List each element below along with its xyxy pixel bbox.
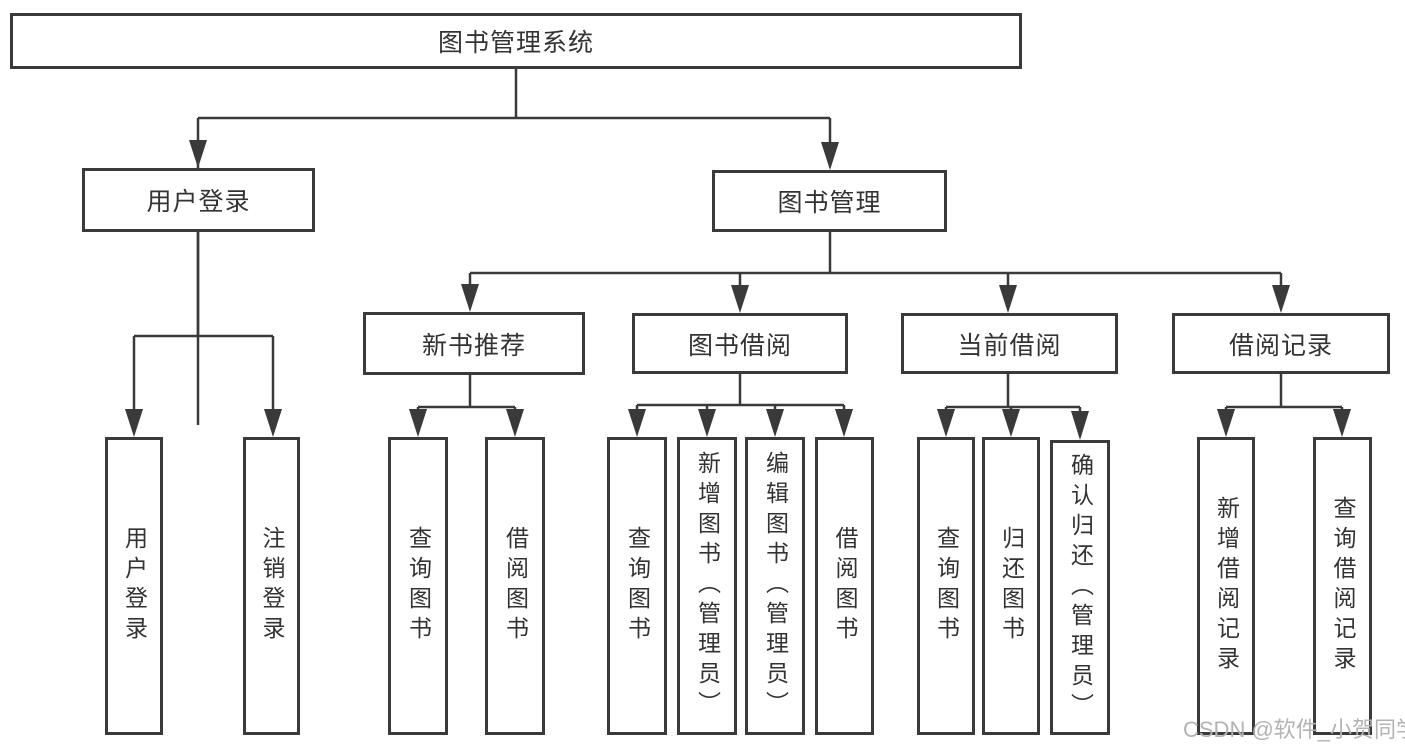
- watermark: CSDN @软件_小贺同学: [1183, 717, 1405, 742]
- node-book-management: 图书管理: [712, 170, 947, 232]
- node-label: 新增借阅记录: [1213, 496, 1240, 676]
- node-return-books: 归还图书: [982, 437, 1040, 735]
- node-confirm-return-admin: 确认归还（管理员）: [1050, 440, 1110, 735]
- node-label: 查询借阅记录: [1330, 496, 1356, 676]
- node-add-books-admin: 新增图书（管理员）: [677, 437, 737, 735]
- node-borrow-books-bb: 借阅图书: [815, 437, 874, 735]
- node-add-borrow-record: 新增借阅记录: [1197, 437, 1255, 735]
- node-label: 查询图书: [405, 526, 432, 646]
- node-label: 借阅图书: [502, 526, 529, 646]
- node-borrow-books-rec: 借阅图书: [485, 437, 545, 735]
- node-label: 查询图书: [624, 526, 651, 646]
- node-label: 编辑图书（管理员）: [762, 451, 789, 721]
- node-label: 用户登录: [121, 526, 148, 646]
- node-user-login-leaf: 用户登录: [105, 437, 163, 735]
- node-query-books-rec: 查询图书: [388, 437, 448, 735]
- node-library-system: 图书管理系统: [10, 13, 1022, 69]
- node-borrowing-records: 借阅记录: [1172, 313, 1390, 374]
- node-label: 新增图书（管理员）: [694, 451, 721, 721]
- node-edit-books-admin: 编辑图书（管理员）: [745, 437, 805, 735]
- node-label: 注销登录: [259, 526, 285, 646]
- node-query-books-bb: 查询图书: [607, 437, 667, 735]
- node-new-book-recommendation: 新书推荐: [363, 312, 585, 375]
- node-logout: 注销登录: [243, 437, 300, 735]
- node-label: 确认归还（管理员）: [1067, 452, 1094, 723]
- node-label: 查询图书: [933, 526, 960, 646]
- node-query-borrow-record: 查询借阅记录: [1313, 437, 1372, 735]
- node-label: 归还图书: [998, 526, 1025, 646]
- node-label: 借阅图书: [832, 526, 858, 646]
- node-book-borrowing: 图书借阅: [632, 313, 848, 374]
- node-current-borrowing: 当前借阅: [901, 313, 1118, 374]
- node-user-login: 用户登录: [82, 168, 315, 232]
- node-query-books-cb: 查询图书: [917, 437, 975, 735]
